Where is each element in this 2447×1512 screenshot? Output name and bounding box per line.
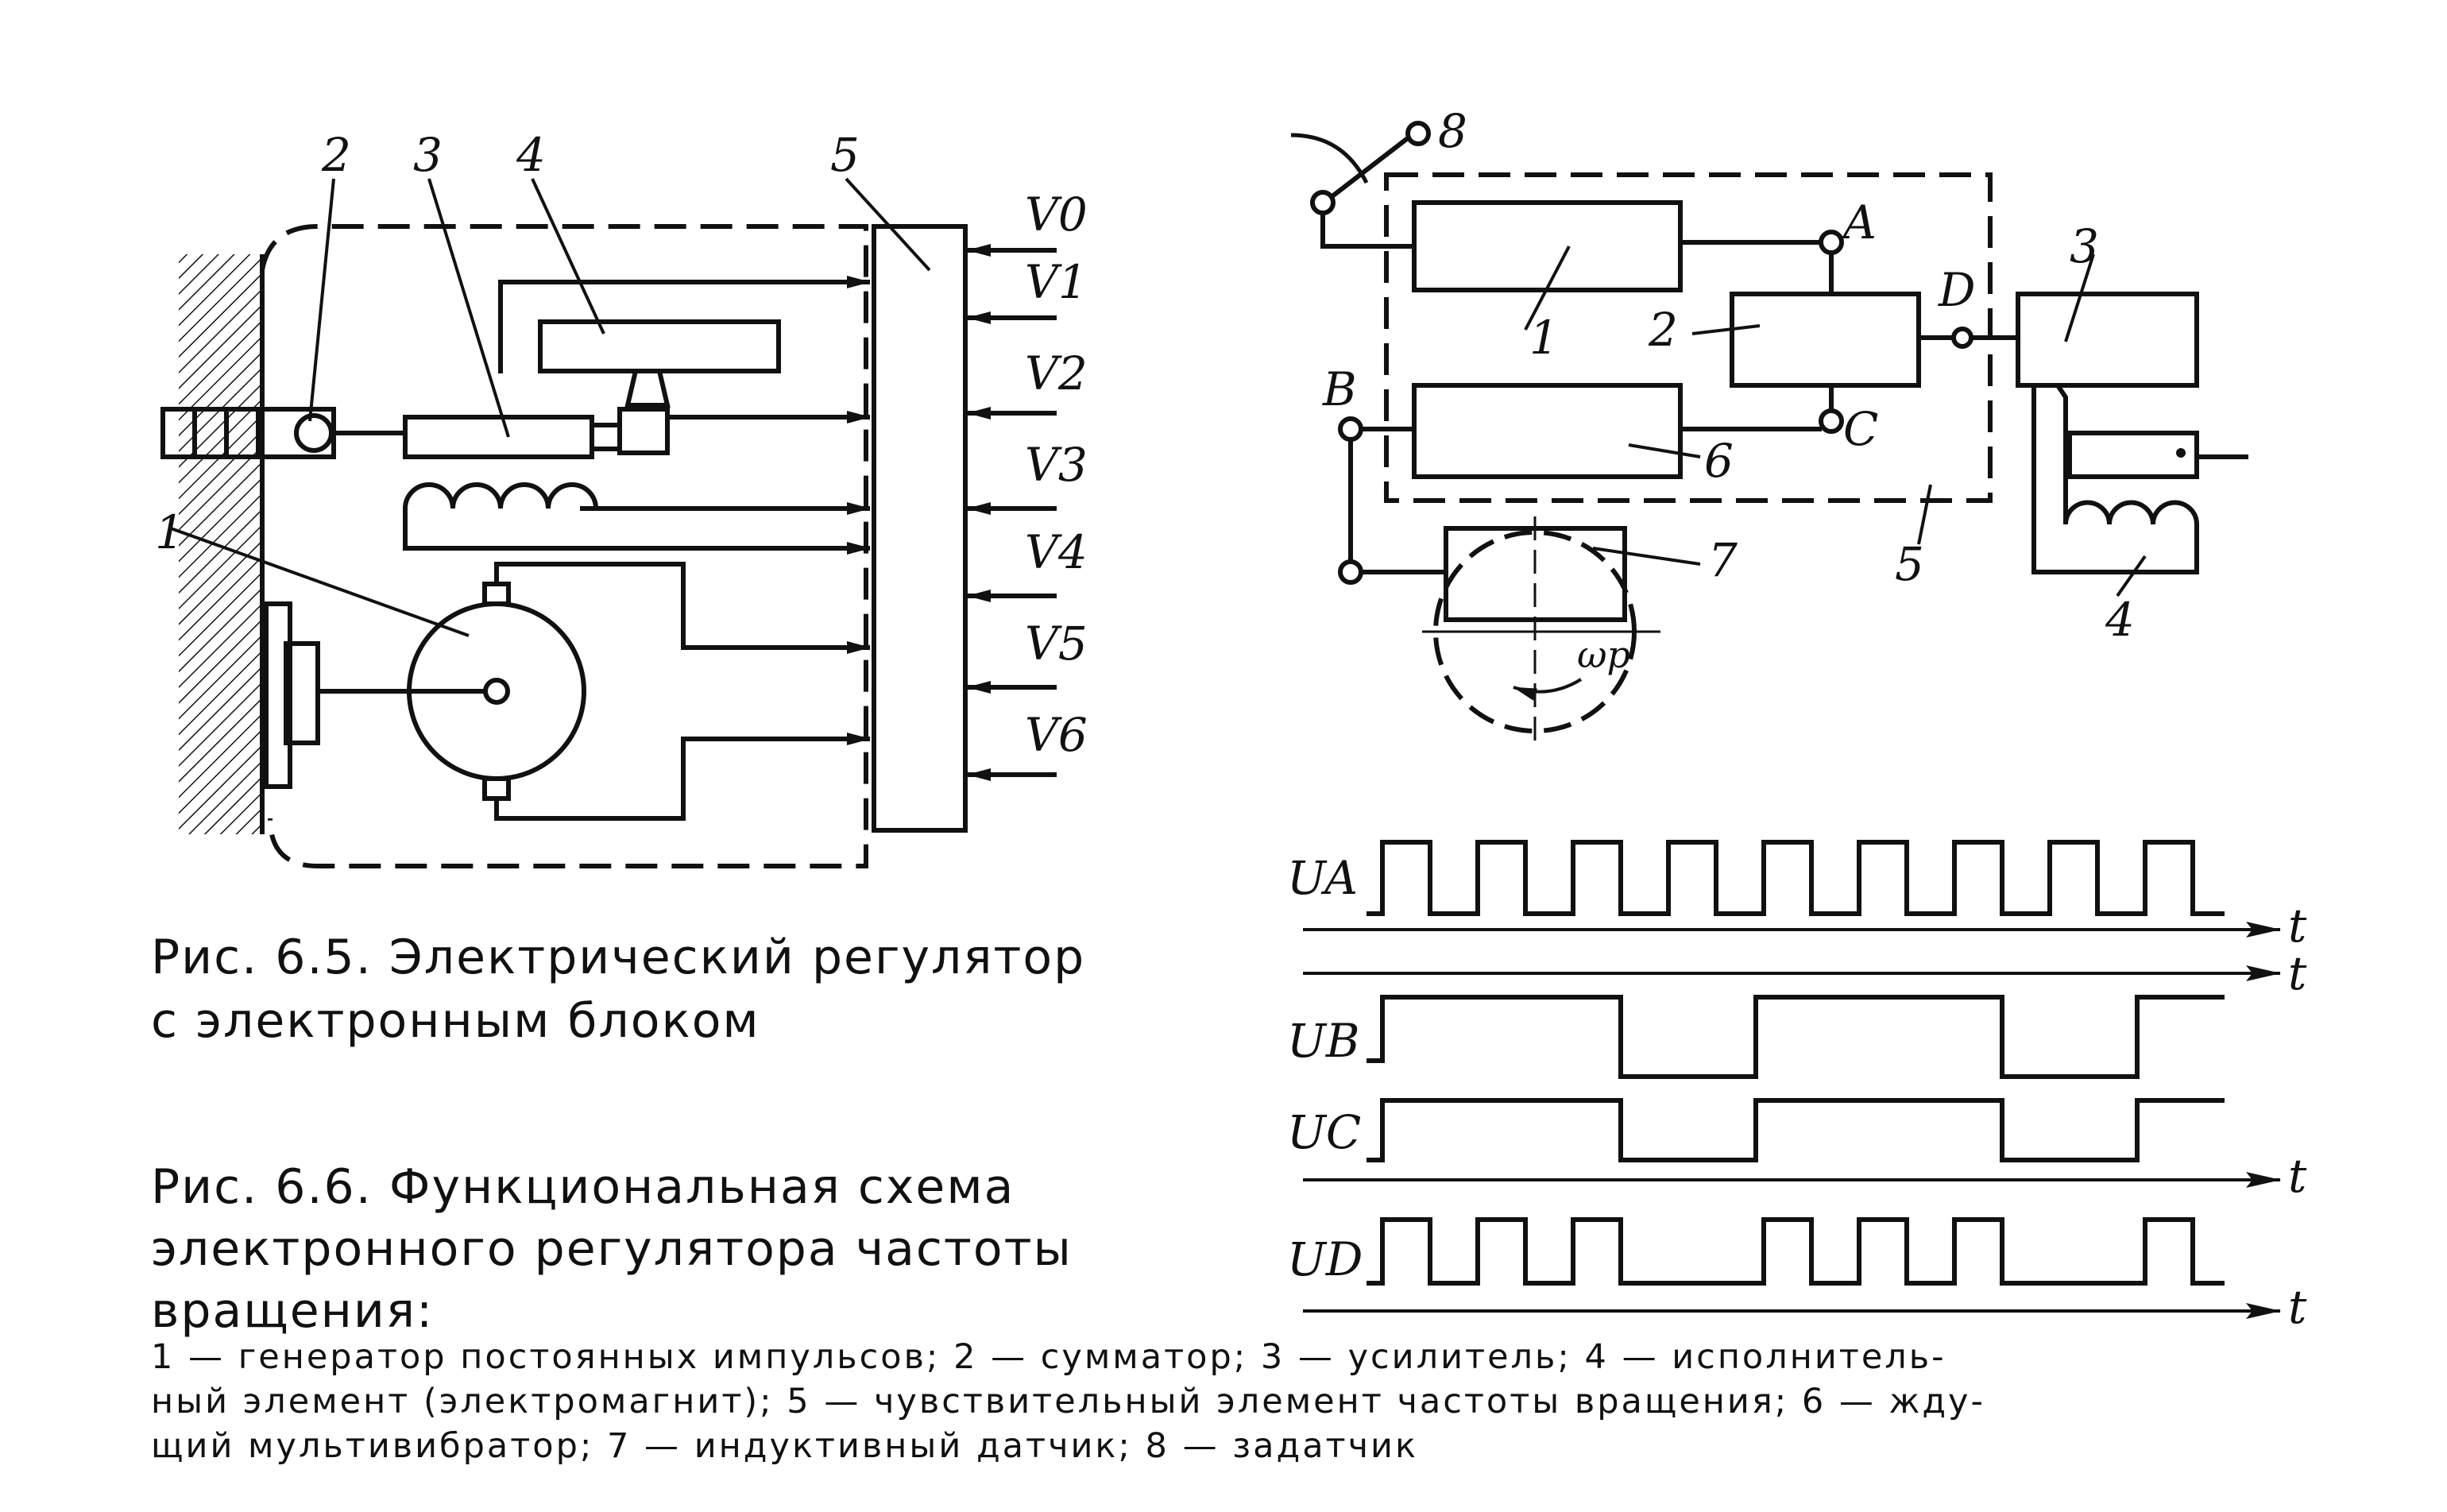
label-5: 5 <box>830 128 860 182</box>
legend: 1 — генератор постоянных импульсов; 2 — … <box>151 1335 2296 1468</box>
signal-label-UA: UA <box>1287 851 1358 905</box>
block-3-amp <box>2016 292 2199 388</box>
caption-fig-6-6: Рис. 6.6. Функциональная схема электронн… <box>151 1156 1104 1342</box>
label-5: 5 <box>1895 537 1924 591</box>
legend-line: 1 — генератор постоянных импульсов; 2 — … <box>151 1337 1946 1377</box>
label-6: 6 <box>1704 434 1734 488</box>
block-5 <box>872 224 968 833</box>
label-1: 1 <box>155 505 184 559</box>
block-6 <box>1412 383 1683 479</box>
label-2: 2 <box>321 128 351 182</box>
axis-label-t: t <box>2288 1149 2307 1203</box>
block-3 <box>403 415 594 459</box>
signal-label-UC: UC <box>1287 1105 1361 1159</box>
block-4 <box>538 319 781 373</box>
label-2: 2 <box>1648 303 1678 357</box>
caption-line: Рис. 6.6. Функциональная схема <box>151 1159 1015 1215</box>
caption-line: вращения: <box>151 1283 435 1339</box>
caption-line: с электронным блоком <box>151 993 760 1049</box>
signal-label-UD: UD <box>1287 1232 1363 1286</box>
caption-line: Рис. 6.5. Электрический регулятор <box>151 930 1086 985</box>
input-labels: V0 V1 V2 V3 V4 V5 V6 <box>1025 188 1088 762</box>
input-label: V1 <box>1025 255 1088 309</box>
timing-labels: UA UB UC UD t t t t <box>1287 851 2307 1334</box>
signal-UA <box>1367 840 2225 916</box>
signal-label-UB: UB <box>1287 1014 1360 1068</box>
input-label: V3 <box>1025 438 1088 492</box>
axis-label-t: t <box>2288 1280 2307 1334</box>
fig-6-5 <box>160 177 1057 868</box>
axis-label-t: t <box>2288 899 2307 953</box>
label-B: B <box>1322 362 1357 416</box>
legend-line: ный элемент (электромагнит); 5 — чувстви… <box>151 1382 1986 1421</box>
input-label: V4 <box>1025 525 1088 579</box>
timing-diagram <box>1303 840 2281 1319</box>
label-3: 3 <box>413 128 443 182</box>
fig-6-5-labels: 2 3 4 5 1 V0 V1 V2 V3 V4 V5 V6 <box>155 128 1088 762</box>
label-8: 8 <box>1438 104 1467 158</box>
signal-UC <box>1367 1098 2225 1162</box>
legend-line: щий мультивибратор; 7 — индуктивный датч… <box>151 1426 1418 1466</box>
caption-fig-6-5: Рис. 6.5. Электрический регулятор с элек… <box>151 926 1085 1053</box>
input-label: V0 <box>1025 188 1088 242</box>
label-A: A <box>1839 195 1877 249</box>
block-5-dashed <box>1384 172 1993 503</box>
label-C: C <box>1843 402 1878 456</box>
label-1: 1 <box>1529 311 1559 365</box>
engine-wall <box>179 254 262 834</box>
label-D: D <box>1938 263 1976 317</box>
label-4: 4 <box>2105 593 2135 647</box>
block-2 <box>1730 292 1921 388</box>
label-omega: ωp <box>1577 633 1630 676</box>
signal-UB <box>1367 995 2225 1079</box>
caption-line: электронного регулятора частоты <box>151 1221 1073 1277</box>
label-4: 4 <box>516 128 546 182</box>
input-label: V6 <box>1025 708 1088 762</box>
fig-6-6-labels: 8 A D C B 1 2 3 4 5 6 7 ωp <box>1322 104 2135 676</box>
input-label: V5 <box>1025 617 1088 671</box>
fig-6-6 <box>1290 121 2248 747</box>
axis-label-t: t <box>2288 946 2307 1000</box>
coil <box>403 482 871 524</box>
block-1 <box>1412 200 1683 292</box>
signal-UD <box>1367 1217 2225 1286</box>
input-label: V2 <box>1025 346 1088 400</box>
label-3: 3 <box>2070 219 2099 273</box>
label-7: 7 <box>1708 533 1738 587</box>
